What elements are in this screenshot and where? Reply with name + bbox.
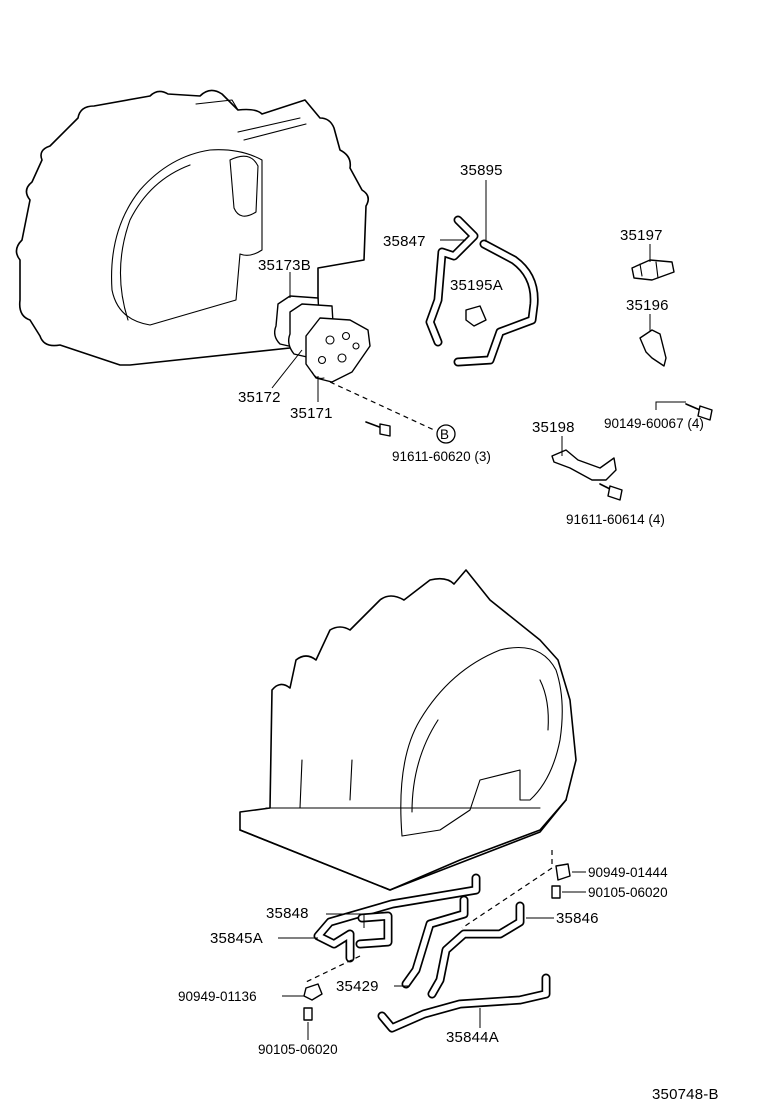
- clamp-alignment-line-right: [461, 850, 553, 929]
- bolt-c-icon: [303, 1007, 313, 1021]
- upper-transmission-case: [15, 89, 370, 366]
- label-35195a: 35195A: [450, 277, 503, 294]
- clamp-alignment-line-left: [305, 955, 361, 983]
- label-35196: 35196: [626, 297, 669, 314]
- pipe-35844a: [377, 973, 551, 1033]
- pipe-35848: [355, 911, 393, 949]
- label-35895: 35895: [460, 162, 503, 179]
- label-35197: 35197: [620, 227, 663, 244]
- bracket-35196-icon: [639, 329, 667, 367]
- label-90105-06020-a: 90105-06020: [588, 885, 668, 900]
- label-90949-01444: 90949-01444: [588, 865, 668, 880]
- pipe-35847: [425, 215, 479, 347]
- label-91611-60614: 91611-60614 (4): [566, 512, 665, 527]
- sensor-35197-icon: [631, 259, 675, 281]
- bolt-b-icon: [551, 885, 561, 899]
- clamp-b-icon: [303, 983, 323, 1001]
- label-35429: 35429: [336, 978, 379, 995]
- ref-marker-circle: [436, 424, 456, 444]
- leader-35172: [271, 349, 303, 389]
- bracket-35198-icon: [551, 449, 617, 481]
- leader-90149: [655, 401, 686, 410]
- label-90149: 90149-60067 (4): [604, 416, 704, 431]
- label-35846: 35846: [556, 910, 599, 927]
- label-90949-01136: 90949-01136: [178, 989, 257, 1004]
- leader-35848: [326, 913, 365, 928]
- diagram-id: 350748-B: [652, 1086, 719, 1103]
- pipe-35846: [427, 901, 525, 999]
- label-35847: 35847: [383, 233, 426, 250]
- bolt-a-icon: [365, 421, 391, 437]
- valve-body-assembly: [273, 295, 371, 383]
- bolt-alignment-line: [329, 381, 435, 431]
- clip-bolt-icon: [599, 483, 623, 501]
- pipe-35895: [453, 239, 539, 367]
- pipe-35429: [401, 895, 469, 989]
- ref-marker-letter: B: [440, 427, 449, 442]
- label-35848: 35848: [266, 905, 309, 922]
- label-35198: 35198: [532, 419, 575, 436]
- pipe-35845a: [313, 873, 481, 963]
- label-90105-06020-c: 90105-06020: [258, 1042, 338, 1057]
- label-91611-60620: 91611-60620 (3): [392, 449, 491, 464]
- label-35171: 35171: [290, 405, 333, 422]
- label-35844a: 35844A: [446, 1029, 499, 1046]
- label-35845a: 35845A: [210, 930, 263, 947]
- clamp-a-icon: [555, 863, 571, 881]
- bracket-bolt-icon: [685, 403, 713, 421]
- label-35172: 35172: [238, 389, 281, 406]
- label-35173b: 35173B: [258, 257, 311, 274]
- clamp-35195a-icon: [465, 305, 487, 327]
- lower-transmission-case: [239, 569, 577, 891]
